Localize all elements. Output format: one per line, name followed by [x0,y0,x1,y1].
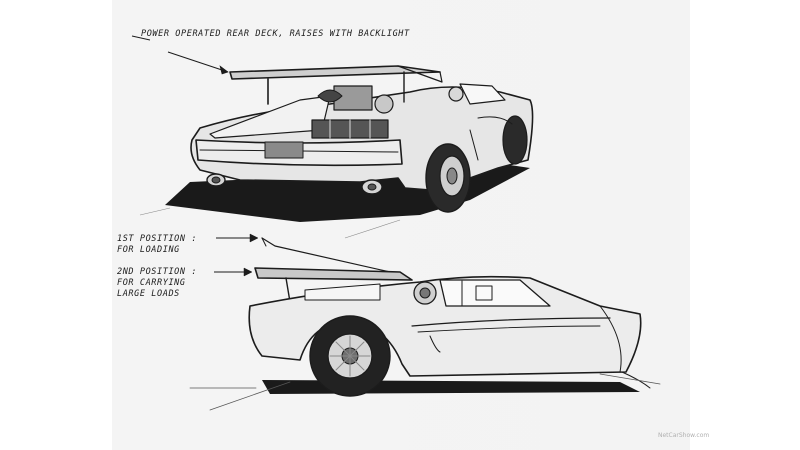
note-first-position: 1ST POSITION : FOR LOADING [117,234,198,255]
note-rear-deck: POWER OPERATED REAR DECK, RAISES WITH BA… [141,29,410,39]
arrow-position-2 [214,267,253,277]
side-view-car [189,237,661,411]
watermark: NetCarShow.com [658,432,710,439]
arrow-position-1 [216,233,259,243]
note-second-position: 2nd POSITION : FOR CARRYING LARGE LOADS [117,267,198,299]
rear-view-car [165,65,534,222]
arrow-top-note [131,35,401,239]
